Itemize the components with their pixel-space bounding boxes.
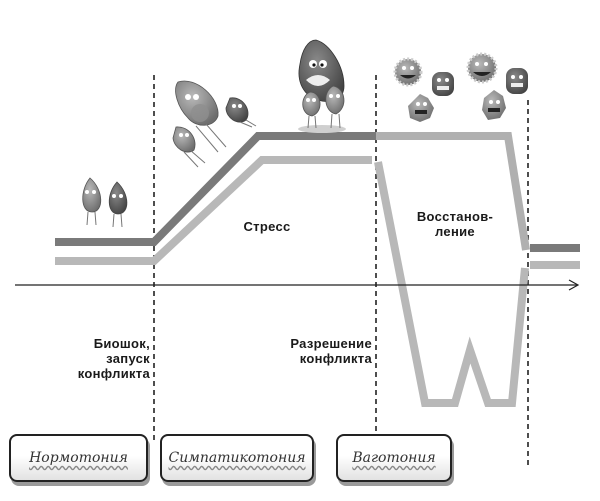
microbes: [393, 52, 528, 122]
cell-creature-icon: [325, 85, 345, 129]
cells-calm: [82, 177, 128, 228]
cell-creature-icon: [172, 126, 206, 168]
phase-box-sympathicotonia: Симпатикотония: [160, 434, 314, 482]
lower-curve: [55, 156, 580, 407]
cell-creature-icon: [225, 97, 257, 128]
resolution-line-1: Разрешение: [290, 336, 372, 351]
phase-label-stress: Стресс: [243, 219, 291, 234]
bioshock-line-1: Биошок,: [93, 336, 150, 351]
bioshock-line-3: конфликта: [77, 366, 150, 381]
cell-creature-icon: [302, 91, 321, 129]
axis-arrow-icon: [568, 279, 580, 291]
cell-creature-icon: [108, 181, 128, 228]
phase-name-normotonia: Нормотония: [29, 450, 128, 466]
recovery-line-1: Восстанов-: [416, 209, 494, 224]
microbe-icon: [482, 90, 506, 120]
event-label-resolution: Разрешение конфликта: [260, 336, 372, 366]
resolution-line-2: конфликта: [299, 351, 372, 366]
cell-creature-icon: [175, 80, 227, 153]
cell-creature-icon: [82, 177, 102, 226]
phase-name-vagotonia: Ваготония: [352, 450, 436, 466]
recovery-line-2: ление: [435, 224, 475, 239]
microbe-icon: [393, 57, 423, 87]
microbe-icon: [432, 72, 454, 96]
microbe-icon: [408, 94, 434, 122]
event-label-bioshock: Биошок, запуск конфликта: [60, 336, 150, 381]
phase-label-recovery: Восстанов- ление: [405, 209, 505, 239]
microbe-icon: [466, 52, 498, 84]
time-axis: [15, 279, 580, 291]
phase-box-normotonia: Нормотония: [9, 434, 148, 482]
upper-curve: [55, 132, 580, 252]
cells-climbing: [172, 80, 257, 168]
phase-name-sympathicotonia: Симпатикотония: [168, 450, 306, 466]
microbe-icon: [506, 68, 528, 94]
bioshock-line-2: запуск: [106, 351, 150, 366]
cells-stressed-group: [298, 39, 346, 133]
phase-box-vagotonia: Ваготония: [336, 434, 452, 482]
